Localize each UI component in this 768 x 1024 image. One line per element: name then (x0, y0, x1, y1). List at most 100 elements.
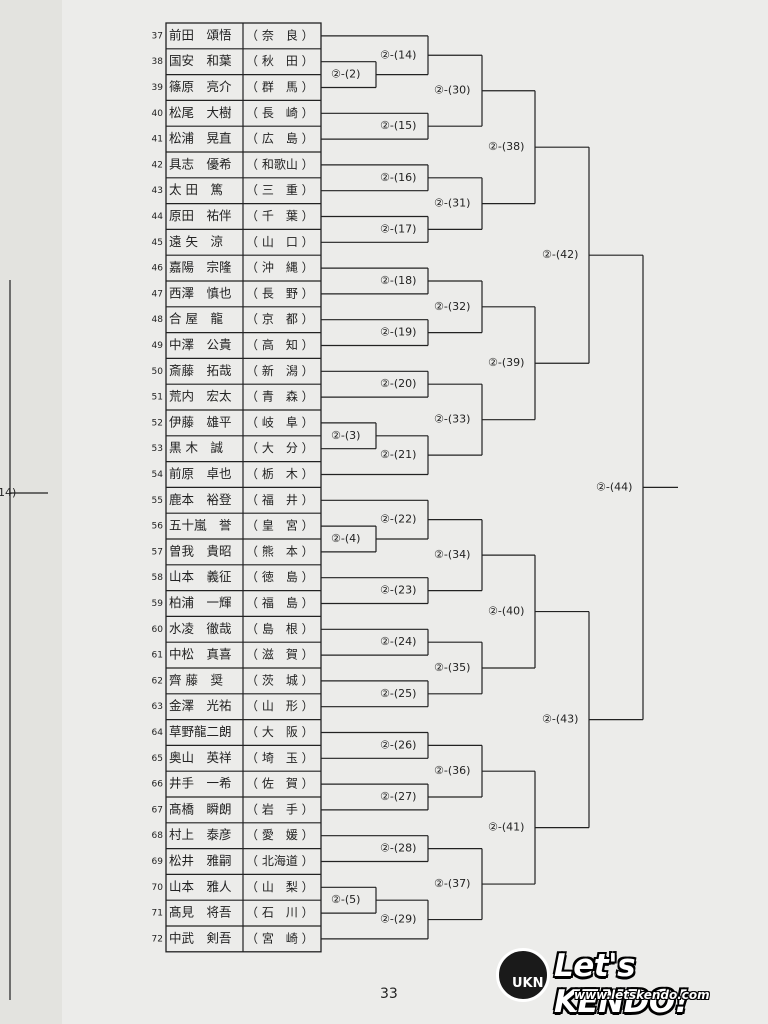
left-page (0, 0, 70, 1024)
match-label: ②-(21) (380, 448, 416, 461)
match-label: ②-(3) (331, 429, 360, 442)
entry-prefecture: （ 埼 玉 ） (246, 751, 314, 765)
entry-number: 49 (152, 341, 164, 351)
entry-prefecture: （ 福 井 ） (246, 492, 314, 507)
entry-number: 42 (152, 160, 163, 170)
match-label: ②-(26) (380, 738, 416, 751)
match-label: ②-(14) (380, 48, 416, 61)
match-label: ②-(32) (434, 300, 470, 313)
entry-name: 五十嵐 誉 (169, 518, 232, 533)
logo-url: www.letskendo.com (574, 988, 710, 1002)
entry-prefecture: （ 高 知 ） (246, 337, 314, 352)
entry-number: 55 (152, 496, 163, 506)
entry-prefecture: （ 滋 賀 ） (246, 648, 314, 662)
entry-name: 中澤 公貴 (169, 337, 232, 352)
entry-number: 57 (152, 547, 163, 557)
entry-prefecture: （ 奈 良 ） (246, 27, 314, 42)
match-label: ②-(30) (434, 84, 470, 97)
entry-number: 50 (152, 367, 164, 377)
entry-prefecture: （ 山 口 ） (246, 235, 314, 249)
entry-name: 山本 義征 (169, 569, 232, 584)
match-label: ②-(5) (331, 893, 360, 906)
entry-name: 斎藤 拓哉 (169, 363, 232, 378)
entry-number: 52 (152, 418, 163, 428)
entry-prefecture: （ 福 島 ） (246, 595, 314, 610)
match-label: ②-(39) (488, 356, 524, 369)
entry-prefecture: （ 新 潟 ） (246, 363, 314, 378)
entry-number: 63 (152, 702, 163, 712)
entry-name: 原田 祐伴 (169, 208, 232, 223)
entry-number: 44 (152, 212, 164, 222)
entry-name: 髙橋 瞬朗 (169, 801, 232, 816)
entry-name: 奥山 英祥 (169, 750, 232, 765)
entry-prefecture: （ 大 分 ） (246, 441, 314, 455)
logo-emblem-icon: UKN (496, 948, 550, 1002)
entry-number: 60 (152, 625, 164, 635)
entry-name: 齊 藤 奨 (169, 672, 223, 687)
match-label: ②-(16) (380, 171, 416, 184)
entry-number: 38 (152, 57, 164, 67)
entry-name: 遠 矢 涼 (169, 234, 223, 249)
match-label: ②-(33) (434, 413, 470, 426)
entry-prefecture: （ 和歌山 ） (246, 156, 314, 171)
entry-prefecture: （ 佐 賀 ） (246, 777, 314, 791)
entry-name: 金澤 光祐 (169, 698, 232, 713)
entry-number: 48 (152, 315, 164, 325)
entry-number: 39 (152, 83, 164, 93)
page-number: 33 (380, 986, 398, 1002)
match-label: ②-(25) (380, 687, 416, 700)
entry-name: 国安 和葉 (169, 53, 232, 68)
match-label: ②-(4) (331, 532, 360, 545)
entry-name: 前田 頌悟 (169, 27, 232, 42)
entry-prefecture: （ 徳 島 ） (246, 569, 314, 584)
match-label: ②-(29) (380, 913, 416, 926)
entry-number: 67 (152, 805, 163, 815)
entry-number: 46 (152, 264, 164, 274)
entry-number: 71 (152, 909, 163, 919)
entry-prefecture: （ 岐 阜 ） (246, 415, 314, 429)
entry-name: 水凌 徹哉 (169, 621, 232, 636)
logo-title: Let's KENDO! (554, 948, 689, 1020)
match-label: ②-(36) (434, 764, 470, 777)
entry-prefecture: （ 島 根 ） (246, 621, 314, 636)
entry-prefecture: （ 茨 城 ） (246, 673, 314, 687)
entry-prefecture: （ 沖 縄 ） (246, 260, 314, 275)
entry-prefecture: （ 秋 田 ） (246, 54, 314, 68)
match-label: ②-(2) (331, 68, 360, 81)
entry-name: 村上 泰彦 (169, 827, 232, 842)
match-label: ②-(42) (542, 248, 578, 261)
entry-prefecture: （ 岩 手 ） (246, 801, 314, 816)
entry-name: 合 屋 龍 (169, 311, 223, 326)
entry-prefecture: （ 青 森 ） (246, 389, 314, 404)
entry-name: 黒 木 誠 (169, 440, 223, 455)
entry-number: 43 (152, 186, 163, 196)
entry-name: 鹿本 裕登 (169, 492, 232, 507)
match-label: ②-(38) (488, 140, 524, 153)
entry-name: 柏浦 一輝 (169, 595, 232, 610)
entry-name: 松浦 晃直 (169, 131, 232, 146)
entry-number: 41 (152, 135, 163, 145)
entry-prefecture: （ 愛 媛 ） (246, 828, 314, 842)
entry-prefecture: （ 山 梨 ） (246, 880, 314, 894)
match-label: ②-(24) (380, 635, 416, 648)
entry-name: 草野龍二朗 (169, 724, 232, 739)
match-label: ②-(27) (380, 790, 416, 803)
entry-number: 51 (152, 393, 163, 403)
match-label: ②-(28) (380, 842, 416, 855)
entry-name: 前原 卓也 (169, 466, 232, 481)
match-label: ②-(44) (596, 480, 632, 493)
entry-prefecture: （ 千 葉 ） (246, 209, 314, 223)
match-label: ②-(23) (380, 584, 416, 597)
entry-name: 松尾 大樹 (169, 105, 232, 120)
entry-name: 太 田 篤 (169, 182, 223, 197)
entry-number: 62 (152, 676, 163, 686)
lets-kendo-logo: UKN Let's KENDO! www.letskendo.com (496, 942, 762, 1020)
entry-name: 嘉陽 宗隆 (169, 260, 232, 275)
entry-name: 曽我 貴昭 (169, 543, 232, 558)
entry-prefecture: （ 長 野 ） (246, 286, 314, 300)
match-label: ②-(20) (380, 377, 416, 390)
match-label: ②-(40) (488, 605, 524, 618)
match-label: ②-(43) (542, 713, 578, 726)
entry-name: 中松 真喜 (169, 647, 232, 662)
